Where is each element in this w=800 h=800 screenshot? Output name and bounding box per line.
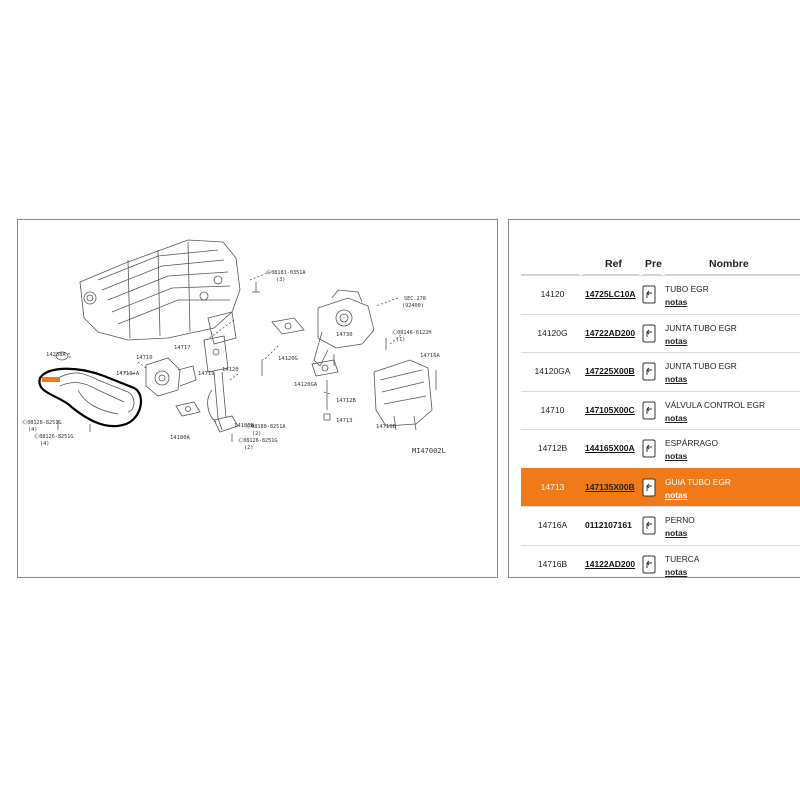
table-row[interactable]: 14716A 0112107161 PERNO notas — [521, 506, 800, 545]
part-ref-link[interactable]: 147225X00B — [585, 366, 635, 376]
bolt-qty-5: (2) — [252, 431, 261, 437]
label-14120: 14120 — [222, 367, 239, 373]
table-row[interactable]: 14120GA 147225X00B JUNTA TUBO EGR notas — [521, 352, 800, 391]
part-code: 14120 — [540, 289, 565, 299]
label-sec-ref: SEC.278 — [404, 296, 426, 302]
cart-return-icon[interactable] — [642, 285, 656, 304]
parts-diagram-panel: 14238A 14710 14719+A 14717 14719 14120 1… — [17, 219, 498, 578]
part-ref-link[interactable]: 14725LC10A — [585, 289, 636, 299]
part-code: 14710 — [540, 404, 565, 415]
heat-shield-drawing — [373, 359, 433, 427]
bolt-label-2: Ⓒ08146-6122H — [392, 328, 432, 336]
bolt-label-6: Ⓒ08126-8251G — [238, 436, 278, 444]
diagram-id: MI47002L — [412, 447, 446, 455]
part-name: TUERCA — [665, 553, 700, 564]
part-ref-link[interactable]: 147135X00B — [585, 481, 635, 492]
label-14120ga: 14120GA — [294, 382, 318, 388]
part-ref-link[interactable]: 0112107161 — [585, 520, 632, 530]
label-14710: 14710 — [136, 355, 153, 361]
part-code: 14716A — [537, 520, 568, 530]
table-row[interactable]: 14120G 14722AD200 JUNTA TUBO EGR notas — [521, 313, 800, 353]
part-code: 14120G — [537, 327, 568, 338]
cart-return-icon[interactable] — [642, 324, 656, 343]
label-14730: 14730 — [336, 332, 353, 338]
part-name: VÁLVULA CONTROL EGR — [665, 399, 766, 410]
bolt-label-4: Ⓒ08126-8251G — [34, 432, 74, 440]
notes-link[interactable]: notas — [665, 451, 688, 461]
table-row-selected[interactable]: 14713 147135X00B GUIA TUBO EGR notas — [521, 467, 800, 506]
notes-link[interactable]: notas — [665, 528, 688, 538]
table-row[interactable]: 14712B 144165X00A ESPÁRRAGO notas — [521, 429, 800, 468]
part-name: PERNO — [665, 515, 695, 525]
part-code: 14712B — [537, 443, 568, 453]
cart-return-icon[interactable] — [642, 555, 656, 574]
notes-link[interactable]: notas — [665, 374, 688, 384]
label-14180b: 14180B — [234, 423, 255, 429]
bolt-qty-2: (1) — [396, 337, 405, 343]
label-14712b: 14712B — [336, 398, 357, 404]
part-code: 14713 — [540, 481, 565, 492]
selected-part-marker — [42, 377, 60, 382]
part-code: 14716B — [537, 558, 568, 569]
label-14238a: 14238A — [46, 352, 67, 358]
bolt-qty-3: (4) — [28, 427, 37, 433]
part-name: ESPÁRRAGO — [665, 438, 719, 448]
header-name: Nombre — [709, 258, 749, 270]
table-row[interactable]: 14710 147105X00C VÁLVULA CONTROL EGR not… — [521, 390, 800, 430]
selected-part-highlight-loop — [38, 367, 143, 428]
label-14716b: 14716B — [376, 424, 397, 430]
table-row[interactable]: 14716B 14122AD200 TUERCA notas — [521, 544, 800, 584]
cart-return-icon[interactable] — [642, 401, 656, 420]
part-name: TUBO EGR — [665, 284, 709, 294]
notes-link[interactable]: notas — [665, 297, 688, 307]
bolt-label-5: Ⓒ08180-8251A — [246, 422, 286, 430]
bolt-label-3: Ⓒ08126-8251G — [22, 418, 62, 426]
notes-link[interactable]: notas — [665, 412, 688, 423]
bolt-qty-1: (3) — [276, 277, 285, 283]
label-14719a: 14719+A — [116, 371, 140, 377]
label-14717: 14717 — [174, 345, 191, 351]
part-code: 14120GA — [534, 366, 571, 376]
part-ref-link[interactable]: 147105X00C — [585, 404, 635, 415]
part-ref-link[interactable]: 144165X00A — [585, 443, 635, 453]
cart-return-icon[interactable] — [642, 439, 656, 458]
header-pre: Pre — [645, 258, 662, 270]
bolt-label-1: Ⓒ08181-0351A — [266, 268, 306, 276]
part-name: JUNTA TUBO EGR — [665, 361, 737, 371]
cart-return-icon[interactable] — [642, 362, 656, 381]
table-row[interactable]: 14120 14725LC10A TUBO EGR notas — [521, 275, 800, 314]
bolt-qty-4: (4) — [40, 441, 49, 447]
parts-table-panel: Ref Pre Nombre 14120 14725LC10A TUBO EGR… — [508, 219, 800, 578]
bolt-qty-6: (2) — [244, 445, 253, 451]
label-14716a: 14716A — [420, 353, 441, 359]
part-ref-link[interactable]: 14122AD200 — [585, 558, 636, 569]
label-sec-sub: (92400) — [402, 303, 424, 309]
part-name: JUNTA TUBO EGR — [665, 322, 737, 333]
header-ref: Ref — [605, 258, 622, 270]
table-header: Ref Pre Nombre — [521, 253, 800, 275]
label-14120g: 14120G — [278, 356, 298, 362]
cart-return-icon[interactable] — [642, 478, 656, 497]
label-14180a: 14180A — [170, 435, 191, 441]
egr-valve-drawing — [317, 297, 375, 349]
exploded-parts-diagram: 14238A 14710 14719+A 14717 14719 14120 1… — [22, 239, 446, 455]
notes-link[interactable]: notas — [665, 566, 688, 577]
notes-link[interactable]: notas — [665, 335, 688, 346]
part-ref-link[interactable]: 14722AD200 — [585, 327, 636, 338]
part-name: GUIA TUBO EGR — [665, 476, 731, 487]
label-14719: 14719 — [198, 371, 215, 377]
notes-link[interactable]: notas — [665, 489, 688, 500]
cart-return-icon[interactable] — [642, 516, 656, 535]
label-14713: 14713 — [336, 418, 353, 424]
